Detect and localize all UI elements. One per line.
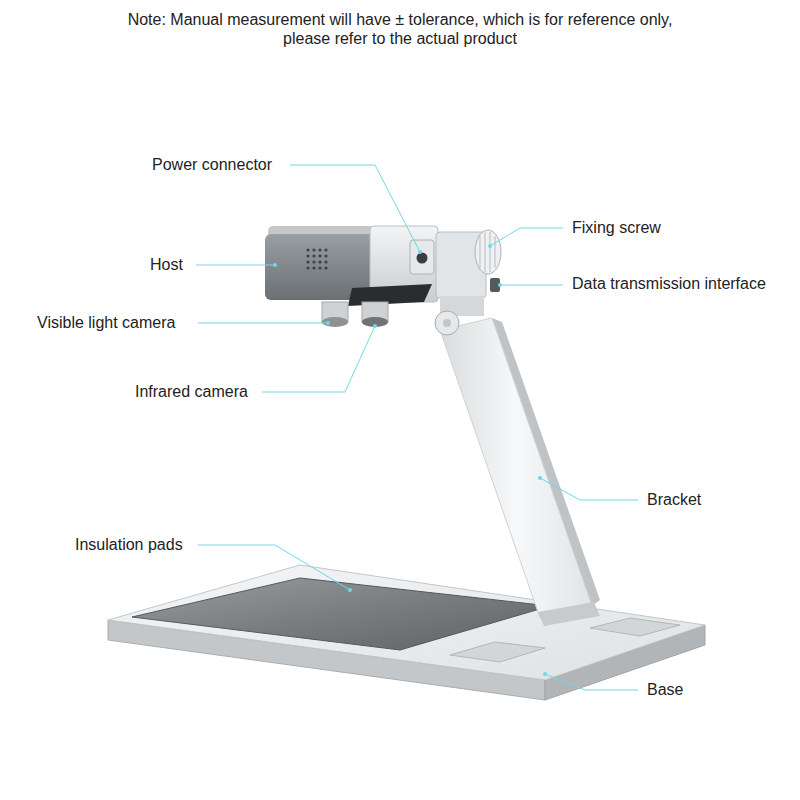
speaker-hole xyxy=(306,260,309,263)
host-underside xyxy=(348,284,432,306)
speaker-hole xyxy=(324,248,327,251)
leader-line xyxy=(540,478,638,500)
hinge-knob xyxy=(435,311,459,335)
part-label: Power connector xyxy=(152,155,272,174)
speaker-hole xyxy=(318,260,321,263)
speaker-hole xyxy=(306,248,309,251)
leader-lines xyxy=(196,165,638,690)
speaker-hole xyxy=(312,260,315,263)
fixing-screw-knob xyxy=(475,230,501,274)
leader-dot xyxy=(348,588,352,592)
arm-foot xyxy=(538,602,600,626)
tray-recess xyxy=(590,618,680,636)
insulation-pad xyxy=(132,578,550,650)
host-unit xyxy=(265,226,501,335)
speaker-hole xyxy=(306,266,309,269)
note-text: Note: Manual measurement will have ± tol… xyxy=(105,10,695,48)
visible-camera-lens xyxy=(322,317,348,327)
base-plate xyxy=(108,565,705,700)
power-connector-socket xyxy=(417,253,428,264)
speaker-hole xyxy=(318,248,321,251)
base-top-face xyxy=(108,565,705,680)
knob-ridges xyxy=(480,232,495,272)
leader-line xyxy=(196,265,275,266)
speaker-hole xyxy=(318,266,321,269)
part-label: Fixing screw xyxy=(572,218,661,237)
speaker-hole xyxy=(324,260,327,263)
part-label: Visible light camera xyxy=(37,313,175,332)
speaker-hole xyxy=(306,254,309,257)
leader-dot xyxy=(373,324,377,328)
speaker-hole xyxy=(324,254,327,257)
speaker-hole xyxy=(312,266,315,269)
infrared-camera-lens xyxy=(362,317,388,327)
leader-line xyxy=(262,326,375,392)
part-label: Host xyxy=(150,255,183,274)
leader-line xyxy=(500,285,563,286)
speaker-hole xyxy=(324,266,327,269)
part-label: Insulation pads xyxy=(75,535,183,554)
speaker-hole xyxy=(318,254,321,257)
speaker-grille xyxy=(306,248,327,269)
leader-dot xyxy=(488,244,492,248)
hinge-center xyxy=(443,319,451,327)
tray-recess xyxy=(450,642,545,662)
speaker-hole xyxy=(312,248,315,251)
leader-dots xyxy=(273,244,547,676)
speaker-hole xyxy=(312,254,315,257)
leader-dot xyxy=(273,263,277,267)
part-label: Infrared camera xyxy=(135,382,248,401)
leader-line xyxy=(198,323,328,324)
bracket-arm xyxy=(440,318,600,626)
connector-panel xyxy=(410,240,434,274)
leader-dot xyxy=(538,476,542,480)
leader-dot xyxy=(498,283,502,287)
leader-line xyxy=(290,165,420,252)
arm-front-face xyxy=(440,318,592,618)
leader-dot xyxy=(418,250,422,254)
leader-dot xyxy=(326,321,330,325)
part-label: Data transmission interface xyxy=(572,274,766,293)
leader-line xyxy=(490,228,563,246)
part-label: Base xyxy=(647,680,683,699)
part-label: Bracket xyxy=(647,490,701,509)
leader-dot xyxy=(543,672,547,676)
leader-line xyxy=(198,545,350,590)
leader-line xyxy=(545,674,638,690)
